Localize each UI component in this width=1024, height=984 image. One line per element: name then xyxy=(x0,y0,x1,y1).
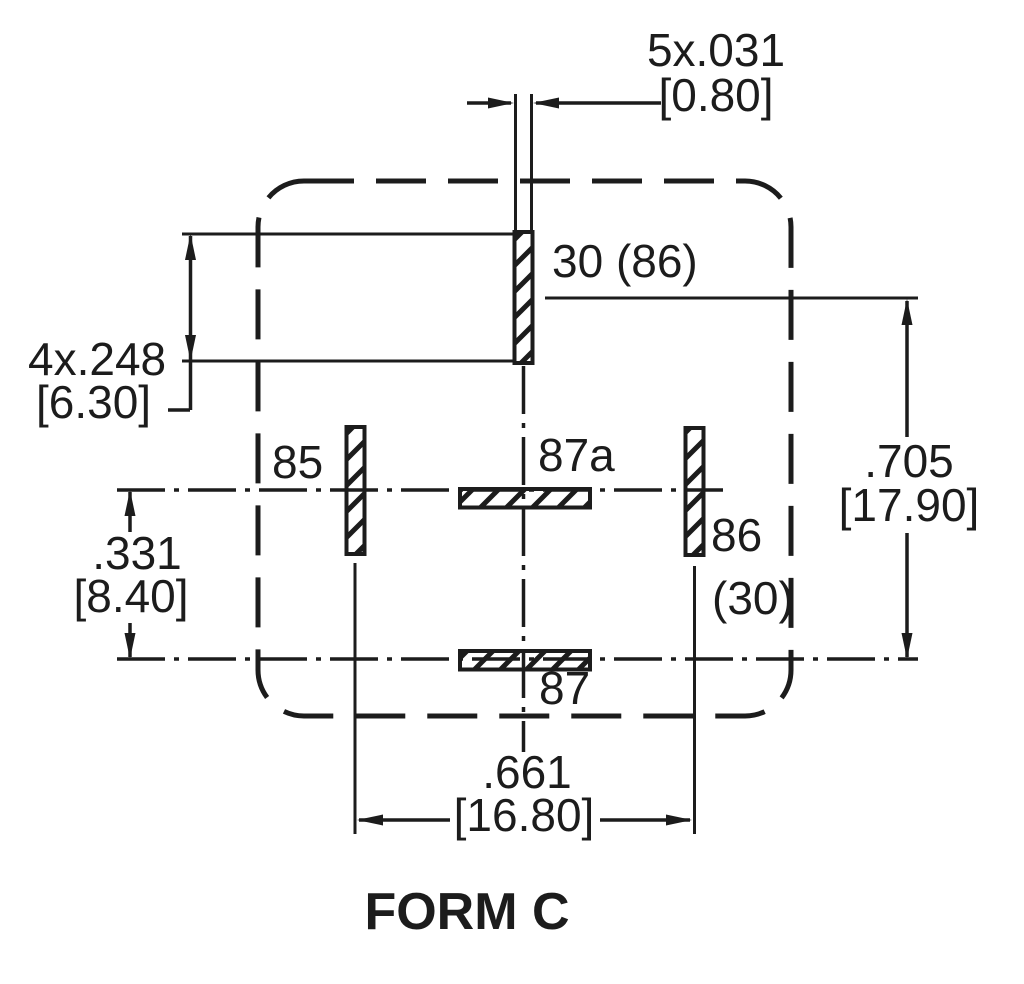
pin-85-blade xyxy=(344,425,367,556)
pin-85-label: 85 xyxy=(272,436,323,488)
pin-30-blade xyxy=(512,230,535,365)
drawing-title: FORM C xyxy=(364,883,569,941)
dim-text-inch: .661 xyxy=(482,746,572,798)
arrowhead-up xyxy=(185,234,196,260)
centerlines xyxy=(117,366,918,752)
pin-87-blade xyxy=(458,649,592,672)
terminal-blades xyxy=(344,230,706,672)
dim-text-mm: [17.90] xyxy=(839,479,980,531)
dim-text-inch: 5x.031 xyxy=(647,24,785,76)
pin-86-blade xyxy=(683,426,706,557)
arrowhead-down xyxy=(185,335,196,361)
dim-text-mm: [0.80] xyxy=(658,69,773,121)
arrowhead-right xyxy=(666,814,692,826)
dim-text-inch: 4x.248 xyxy=(28,333,166,385)
dim-text-inch: .331 xyxy=(92,527,182,579)
dim-text-mm: [6.30] xyxy=(36,376,151,428)
arrowhead-right xyxy=(488,97,514,109)
pin-86-label: 86 xyxy=(711,509,762,561)
dim-text-mm: [8.40] xyxy=(73,570,188,622)
arrowhead-down xyxy=(901,633,913,659)
pin-87a-label: 87a xyxy=(538,429,615,481)
arrowhead-up xyxy=(124,490,136,516)
dim-terminal-thickness: 5x.031 [0.80] xyxy=(467,24,785,231)
dim-vertical-pitch: .705 [17.90] xyxy=(545,296,980,659)
pin-87a-blade xyxy=(458,487,592,510)
dim-text-mm: [16.80] xyxy=(454,789,595,841)
pin-86-secondary-label: (30) xyxy=(712,572,794,624)
arrowhead-up xyxy=(901,299,913,325)
terminal-labels: 30 (86) 85 87a 86 (30) 87 xyxy=(272,235,794,714)
dim-row-offset: .331 [8.40] xyxy=(73,490,189,659)
dim-text-inch: .705 xyxy=(864,435,954,487)
arrowhead-down xyxy=(124,633,136,659)
dim-terminal-width: 4x.248 [6.30] xyxy=(28,232,513,428)
arrowhead-left xyxy=(533,97,559,109)
pin-30-label: 30 (86) xyxy=(552,235,698,287)
pin-87-label: 87 xyxy=(539,662,590,714)
arrowhead-left xyxy=(357,814,383,826)
dim-horizontal-pitch: .661 [16.80] xyxy=(353,563,696,841)
relay-body-outline xyxy=(255,178,794,719)
